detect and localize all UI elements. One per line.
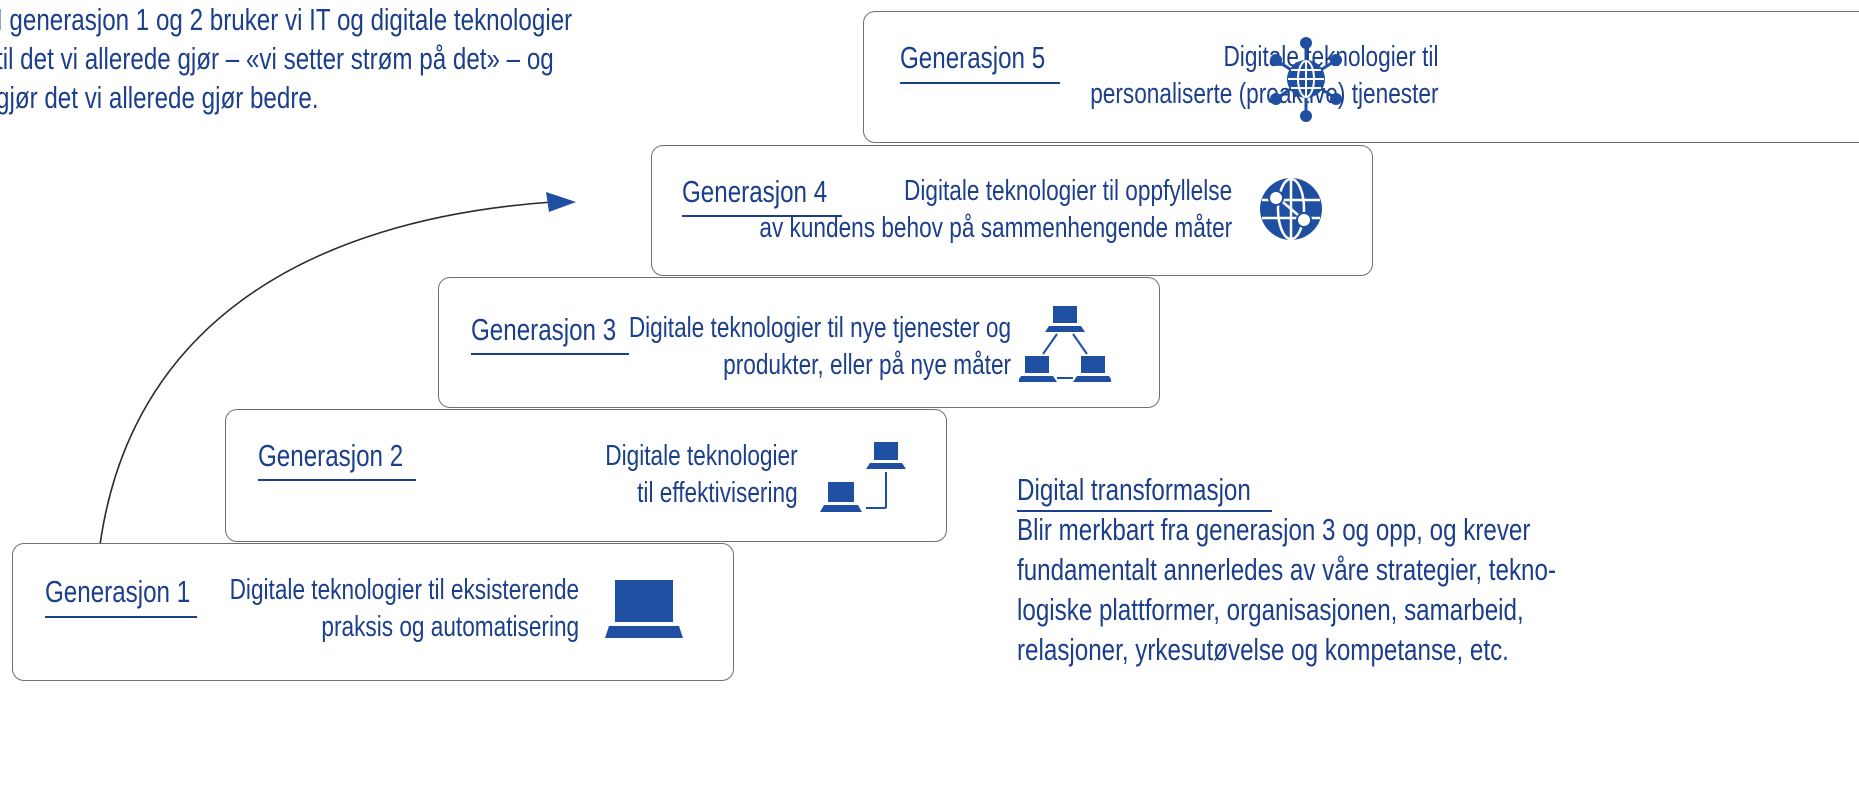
generation-5-underline [900,82,1060,84]
generation-2-description: Digitale teknologier til effektivisering [605,440,798,509]
generation-4-underline [682,215,842,217]
generation-3-underline [471,353,629,355]
laptop-icon [605,580,683,638]
generation-5-label: Generasjon 5 [900,40,1046,75]
generation-4-description: Digitale teknologier til oppfyllelse av … [759,175,1232,244]
intro-text: I generasjon 1 og 2 bruker vi IT og digi… [0,0,896,117]
laptop-network-icon [1019,306,1111,382]
transformation-line-4: relasjoner, yrkesutøvelse og kompetanse,… [1017,632,1509,667]
progression-curve [99,201,553,546]
generation-4-box: Generasjon 4 Digitale teknologier til op… [651,145,1373,276]
generation-1-label: Generasjon 1 [45,574,191,609]
generation-2-label: Generasjon 2 [258,438,404,473]
intro-line-1: I generasjon 1 og 2 bruker vi IT og digi… [0,2,573,37]
globe-network-icon [1260,177,1322,241]
digital-transformation-section: Digital transformasjon Blir merkbart fra… [1017,470,1859,670]
arrowhead-icon [546,192,576,212]
generation-3-box: Generasjon 3 Digitale teknologier til ny… [438,277,1160,408]
generation-3-description: Digitale teknologier til nye tjenester o… [628,312,1011,381]
transformation-line-2: fundamentalt annerledes av våre strategi… [1017,552,1557,587]
transformation-title: Digital transformasjon [1017,472,1251,507]
generation-2-underline [258,479,416,481]
generation-2-box: Generasjon 2 Digitale teknologier til ef… [225,409,947,542]
generation-3-label: Generasjon 3 [471,312,617,347]
two-laptops-connected-icon [820,442,906,512]
generation-1-description: Digitale teknologier til eksisterende pr… [229,574,579,643]
intro-line-2: til det vi allerede gjør – «vi setter st… [0,41,554,76]
generation-5-box: Generasjon 5 Digitale teknologier til pe… [863,11,1859,143]
generation-4-label: Generasjon 4 [682,174,828,209]
transformation-title-underline [1017,510,1272,512]
intro-line-3: gjør det vi allerede gjør bedre. [0,80,319,115]
generation-5-description: Digitale teknologier til personaliserte … [1089,41,1438,110]
transformation-line-3: logiske plattformer, organisasjonen, sam… [1017,592,1524,627]
globe-hub-icon [1270,37,1342,122]
generation-1-box: Generasjon 1 Digitale teknologier til ek… [12,543,734,681]
generation-1-underline [45,616,197,618]
transformation-line-1: Blir merkbart fra generasjon 3 og opp, o… [1017,512,1531,547]
